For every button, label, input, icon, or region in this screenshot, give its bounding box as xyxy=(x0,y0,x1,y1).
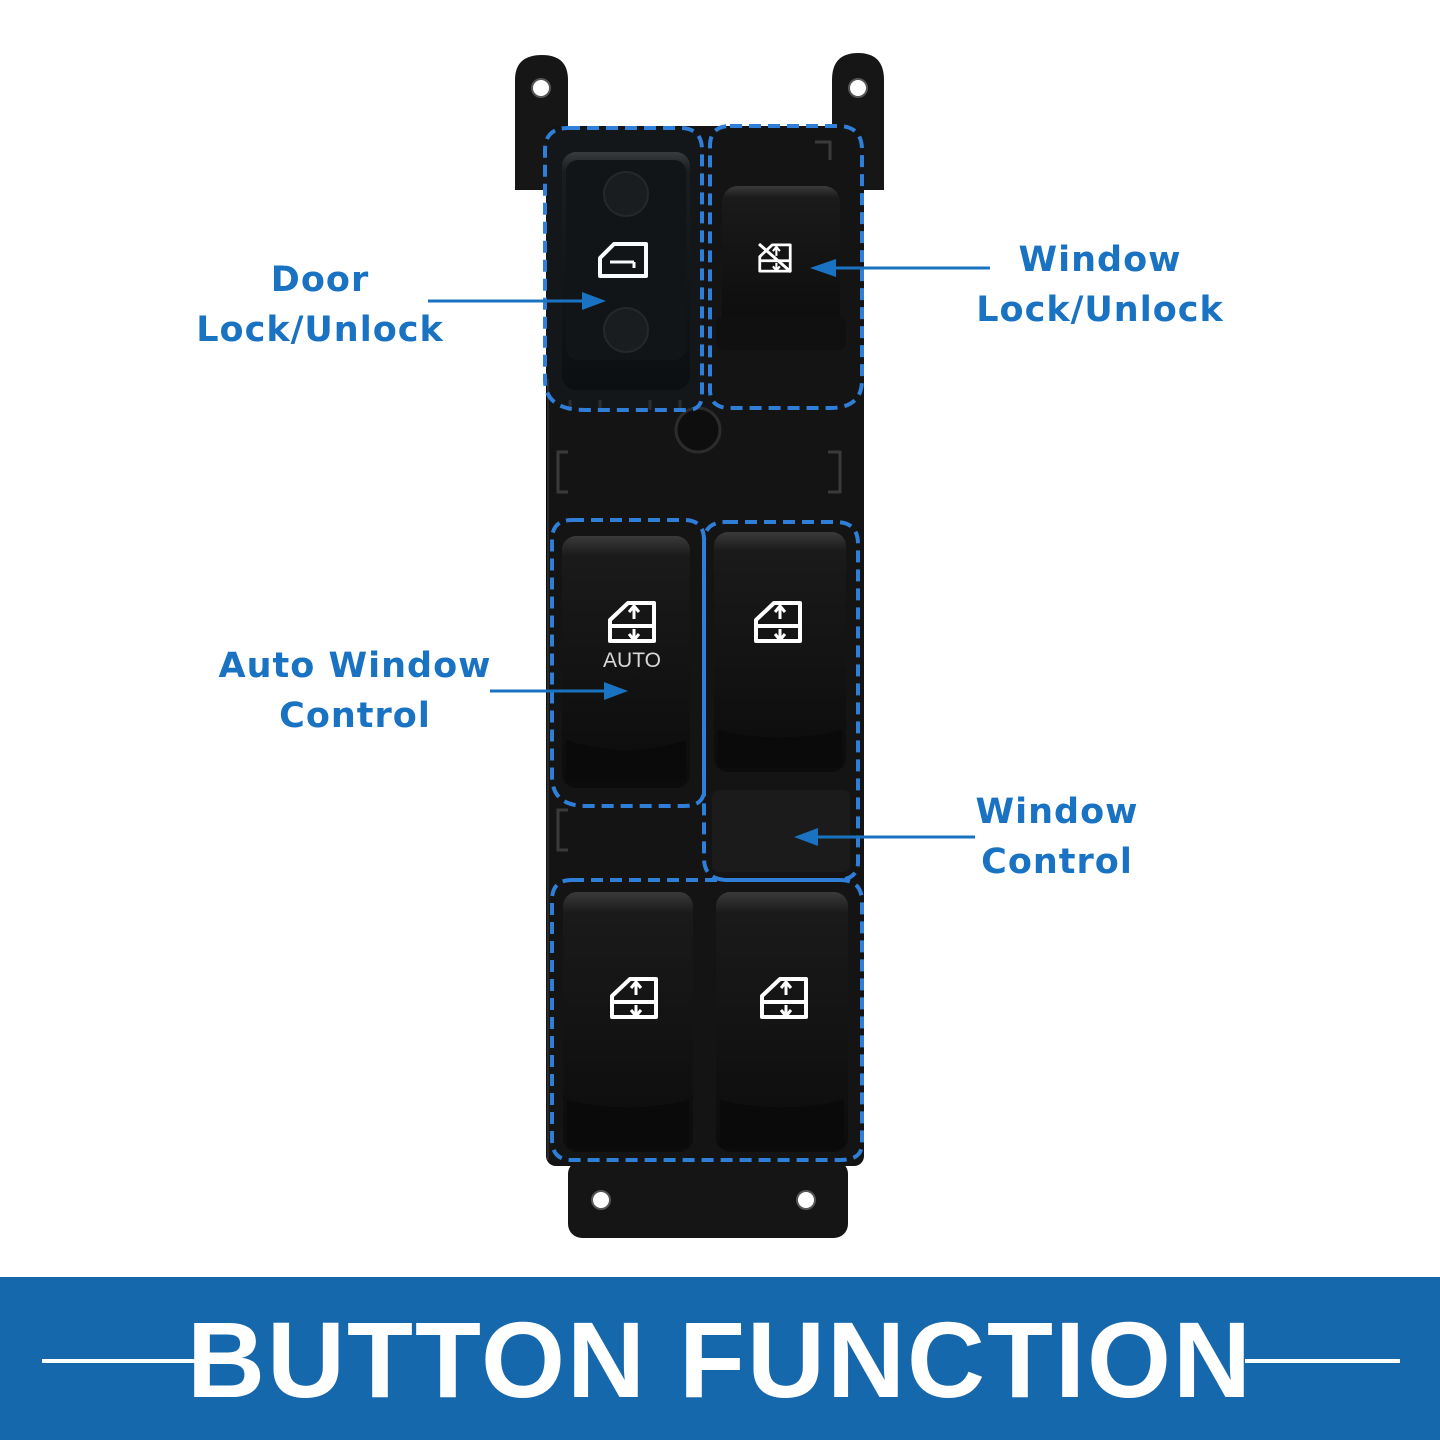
auto-window-outline xyxy=(550,518,706,808)
rear-right-window-button[interactable] xyxy=(716,892,848,1152)
door-lock-button[interactable] xyxy=(562,152,690,390)
banner-rule-right xyxy=(1245,1359,1400,1363)
door-lock-arrow-icon xyxy=(428,292,606,310)
door-lock-outline xyxy=(543,126,704,412)
banner-rule-left xyxy=(42,1359,197,1363)
door-lock-label: Door Lock/Unlock xyxy=(180,255,460,355)
door-lock-label-line2: Lock/Unlock xyxy=(196,310,444,350)
window-lock-outline xyxy=(708,124,864,410)
rear-left-window-button[interactable] xyxy=(563,892,693,1152)
window-control-outline xyxy=(702,520,860,882)
door-lock-icon xyxy=(598,242,648,278)
window-lock-icon xyxy=(758,242,792,274)
window-control-label-line2: Control xyxy=(981,842,1133,882)
footer-banner xyxy=(0,1277,1440,1440)
callout-arrows xyxy=(428,259,990,846)
window-control-button[interactable] xyxy=(714,532,846,772)
window-control-arrow-icon xyxy=(794,828,975,846)
window-lock-arrow-icon xyxy=(810,259,990,277)
rear-windows-outline xyxy=(550,878,864,1162)
auto-window-arrow-icon xyxy=(490,682,628,700)
door-lock-label-line1: Door xyxy=(270,260,370,300)
window-lock-label: Window Lock/Unlock xyxy=(960,235,1240,335)
auto-window-label: Auto Window Control xyxy=(200,641,510,741)
window-control-label-line1: Window xyxy=(975,792,1139,832)
window-lock-label-line1: Window xyxy=(1018,240,1182,280)
auto-text: AUTO xyxy=(603,649,661,672)
window-lock-button[interactable] xyxy=(716,186,846,350)
auto-window-button[interactable]: AUTO xyxy=(562,536,690,788)
auto-window-label-line2: Control xyxy=(279,696,431,736)
auto-window-label-line1: Auto Window xyxy=(218,646,492,686)
banner-title: BUTTON FUNCTION xyxy=(187,1299,1253,1420)
window-lock-label-line2: Lock/Unlock xyxy=(976,290,1224,330)
highlight-outlines xyxy=(543,124,864,1162)
window-control-label: Window Control xyxy=(930,787,1184,887)
